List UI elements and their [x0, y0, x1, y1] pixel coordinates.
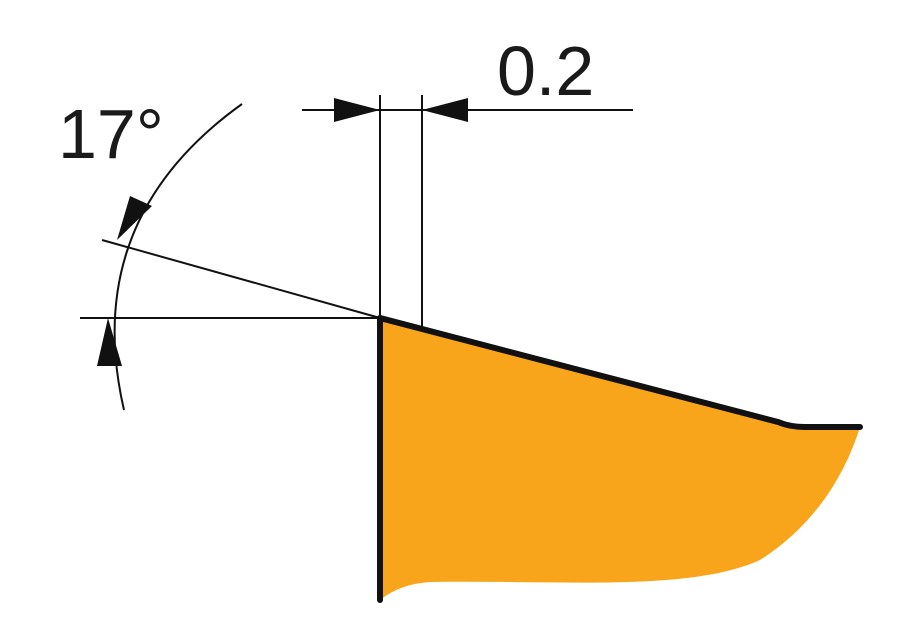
tool-outline — [377, 315, 863, 603]
tool-body — [380, 318, 860, 600]
width-arrow-right — [422, 98, 468, 122]
angle-arrow-upper — [117, 196, 152, 240]
width-arrow-left — [334, 98, 380, 122]
angle-extension-line — [101, 239, 381, 319]
width-label: 0.2 — [497, 32, 594, 110]
angle-arrow-lower — [97, 318, 122, 366]
angle-label: 17° — [58, 95, 164, 173]
